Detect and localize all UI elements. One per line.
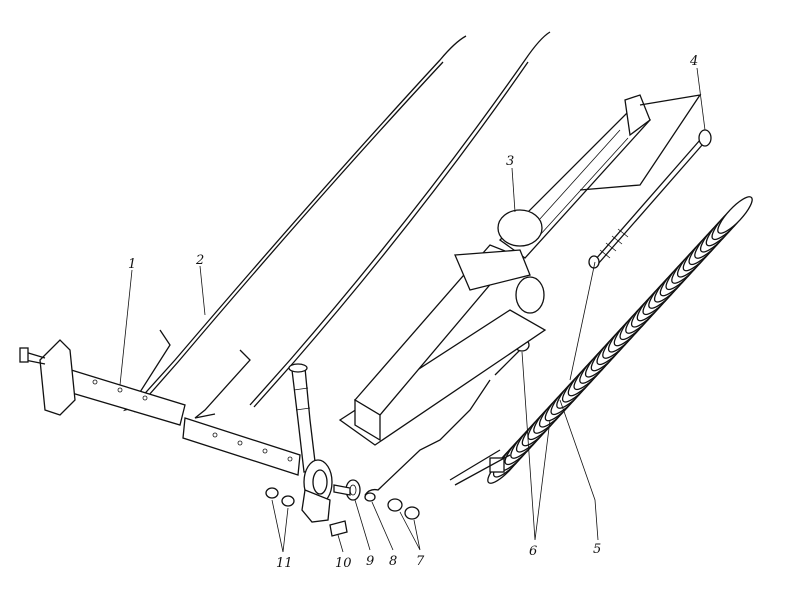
- tube-part-1: [19, 339, 186, 426]
- spring-part-5: [487, 196, 753, 484]
- crank-tube: [182, 363, 333, 523]
- screw-part-4: [588, 129, 712, 269]
- small-parts: [265, 338, 530, 537]
- callout-1: 1: [128, 257, 136, 272]
- callout-8: 8: [389, 554, 397, 569]
- spring-end-nut: [489, 457, 505, 473]
- callout-5: 5: [593, 542, 601, 557]
- callout-9: 9: [366, 554, 374, 569]
- callout-2: 2: [195, 253, 204, 268]
- callout-4: 4: [689, 54, 698, 69]
- callout-6: 6: [529, 544, 537, 559]
- spring-coil: [717, 196, 753, 234]
- leader-lines: [119, 67, 706, 553]
- jack-part-3: [338, 94, 702, 446]
- callout-10: 10: [335, 556, 352, 571]
- spring-base-plate: [449, 449, 511, 486]
- callout-3: 3: [506, 154, 514, 169]
- callout-11: 11: [276, 556, 293, 571]
- callout-7: 7: [416, 554, 425, 569]
